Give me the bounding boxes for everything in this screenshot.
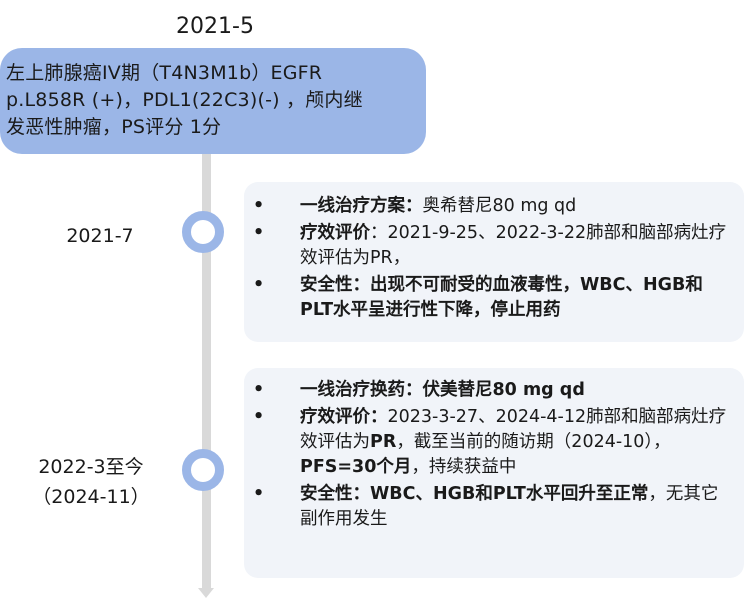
item-text: ，无其它副作用发生 bbox=[300, 484, 719, 529]
item-text: 奥希替尼80 mg qd bbox=[422, 196, 577, 216]
bullet: • bbox=[253, 484, 265, 504]
list-item: • 一线治疗换药：伏美替尼80 mg qd bbox=[244, 378, 734, 403]
list-item: • 疗效评价：2023-3-27、2024-4-12肺部和脑部病灶疗效评估为PR… bbox=[244, 405, 734, 480]
item-label: 疗效评价： bbox=[300, 407, 388, 427]
stage1-card: • 一线治疗方案：奥希替尼80 mg qd • 疗效评价：2021-9-25、2… bbox=[244, 182, 744, 342]
diagnosis-line: 左上肺腺癌IV期（T4N3M1b）EGFR bbox=[6, 62, 323, 84]
list-item: • 安全性：WBC、HGB和PLT水平回升至正常，无其它副作用发生 bbox=[244, 482, 734, 532]
item-emphasis: PR bbox=[370, 432, 397, 452]
start-date: 2021-5 bbox=[176, 14, 254, 39]
timeline-node bbox=[182, 211, 224, 253]
item-label: 一线治疗方案： bbox=[300, 196, 423, 216]
item-label: 安全性：WBC、HGB和PLT水平回升至正常 bbox=[300, 484, 649, 504]
stage2-date-line: （2024-11） bbox=[32, 486, 150, 508]
item-text: 2023-3-27、2024-4-12肺部和脑部病灶疗效评估为 bbox=[300, 407, 727, 452]
bullet: • bbox=[253, 196, 265, 216]
diagnosis-box: 左上肺腺癌IV期（T4N3M1b）EGFR p.L858R (+)，PDL1(2… bbox=[0, 48, 426, 154]
item-text: ，截至当前的随访期（2024-10）， bbox=[396, 432, 671, 452]
diagnosis-line: 发恶性肿瘤，PS评分 1分 bbox=[6, 116, 222, 138]
stage2-card: • 一线治疗换药：伏美替尼80 mg qd • 疗效评价：2023-3-27、2… bbox=[244, 368, 744, 578]
list-item: • 一线治疗方案：奥希替尼80 mg qd bbox=[244, 194, 734, 219]
bullet: • bbox=[253, 275, 265, 295]
item-emphasis: PFS=30个月 bbox=[300, 457, 412, 477]
stage1-date: 2021-7 bbox=[66, 225, 134, 247]
list-item: • 安全性：出现不可耐受的血液毒性，WBC、HGB和PLT水平呈进行性下降，停止… bbox=[244, 273, 734, 323]
item-label: 疗效评价 bbox=[300, 223, 370, 243]
bullet: • bbox=[253, 223, 265, 243]
diagnosis-line: p.L858R (+)，PDL1(22C3)(-) ，颅内继 bbox=[6, 89, 363, 111]
stage2-date-line: 2022-3至今 bbox=[38, 456, 144, 478]
item-text: 一线治疗换药：伏美替尼80 mg qd bbox=[300, 380, 585, 400]
bullet: • bbox=[253, 407, 265, 427]
item-text: ，持续获益中 bbox=[411, 457, 517, 477]
item-text: 安全性：出现不可耐受的血液毒性，WBC、HGB和PLT水平呈进行性下降，停止用药 bbox=[300, 275, 703, 320]
list-item: • 疗效评价：2021-9-25、2022-3-22肺部和脑部病灶疗效评估为PR… bbox=[244, 221, 734, 271]
timeline-axis bbox=[202, 150, 211, 590]
timeline-node bbox=[182, 449, 224, 491]
item-text: ：2021-9-25、2022-3-22肺部和脑部病灶疗效评估为PR， bbox=[300, 223, 727, 268]
bullet: • bbox=[253, 380, 265, 400]
stage2-date: 2022-3至今 （2024-11） bbox=[0, 452, 182, 512]
timeline-arrow-icon bbox=[198, 588, 214, 598]
